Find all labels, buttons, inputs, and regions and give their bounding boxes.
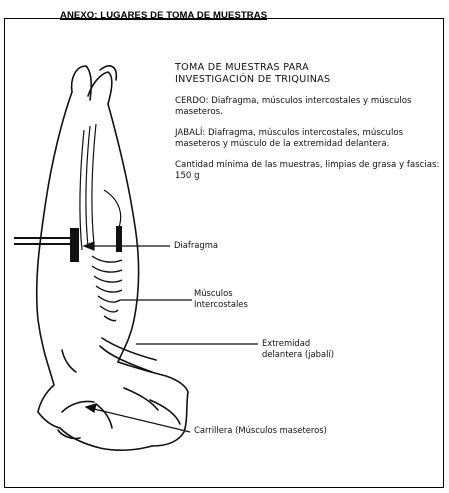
- label-musculos-intercostales: Músculos Intercostales: [194, 288, 248, 310]
- info-title: TOMA DE MUESTRAS PARA INVESTIGACIÓN DE T…: [175, 62, 441, 86]
- label-carrillera: Carrillera (Músculos maseteros): [194, 425, 327, 436]
- label-extremidad-line1: Extremidad: [262, 338, 334, 349]
- label-diafragma: Diafragma: [174, 240, 218, 251]
- jabali-paragraph: JABALÍ: Diafragma, músculos intercostale…: [175, 128, 441, 150]
- cantidad-paragraph: Cantidad mínima de las muestras, limpias…: [175, 160, 441, 182]
- info-title-line2: INVESTIGACIÓN DE TRIQUINAS: [175, 74, 441, 86]
- label-extremidad-line2: delantera (jabalí): [262, 349, 334, 360]
- label-musculos-line2: Intercostales: [194, 299, 248, 310]
- label-extremidad-delantera: Extremidad delantera (jabalí): [262, 338, 334, 360]
- info-block: TOMA DE MUESTRAS PARA INVESTIGACIÓN DE T…: [175, 62, 441, 192]
- info-title-line1: TOMA DE MUESTRAS PARA: [175, 62, 441, 74]
- cerdo-paragraph: CERDO: Diafragma, músculos intercostales…: [175, 96, 441, 118]
- label-musculos-line1: Músculos: [194, 288, 248, 299]
